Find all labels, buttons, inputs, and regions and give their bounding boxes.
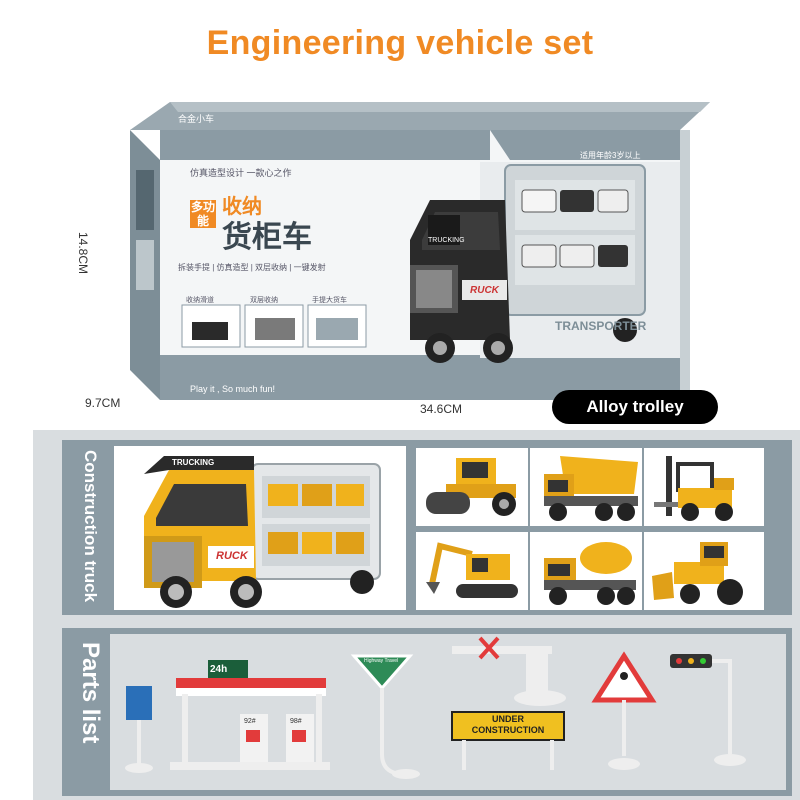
road-roller-icon <box>426 458 516 516</box>
parts-price-1: 92# <box>244 718 256 725</box>
vehicle-tile-dump-truck <box>528 446 646 528</box>
dump-truck-icon <box>544 456 638 521</box>
dimension-height: 14.8CM <box>76 232 90 275</box>
box-features: 拆装手提 | 仿真造型 | 双层收纳 | 一键发射 <box>178 263 326 272</box>
box-thumb-3: 手提大货车 <box>312 297 347 304</box>
excavator-icon <box>426 542 518 598</box>
parts-price-2: 98# <box>290 718 302 725</box>
under-construction-line-2: CONSTRUCTION <box>471 725 545 735</box>
parts-list-area: 24h GAS STATION 92# 98# Highway Travel U… <box>110 634 786 790</box>
box-cab-label: TRUCKING <box>428 237 465 244</box>
box-thumb-1: 收纳滑道 <box>186 297 214 304</box>
dimension-depth: 9.7CM <box>85 396 121 410</box>
box-transporter: TRANSPORTER <box>555 319 647 333</box>
parts-list-label: Parts list <box>77 642 104 744</box>
box-big-prefix: 多功能 <box>190 200 216 228</box>
dimension-width: 34.6CM <box>420 402 463 416</box>
box-top-text: 合金小车 <box>178 114 215 124</box>
box-slogan: Play it , So much fun! <box>190 384 276 394</box>
forklift-icon <box>654 456 734 521</box>
box-big-title-2: 货柜车 <box>222 221 312 254</box>
parts-list-label-area: Parts list <box>62 628 110 796</box>
box-sub-text: 仿真造型设计 一款心之作 <box>190 168 292 178</box>
vehicle-tile-bulldozer <box>642 530 766 612</box>
package-box-art <box>130 102 710 400</box>
parts-gas-station: GAS STATION <box>206 688 253 695</box>
box-age: 适用年龄3岁以上 <box>580 151 641 160</box>
page-title: Engineering vehicle set <box>206 24 594 62</box>
construction-truck-label-area: Construction truck <box>62 440 108 615</box>
yellow-truck-brand: RUCK <box>216 550 248 562</box>
box-truck-brand: RUCK <box>470 285 499 296</box>
parts-illustration <box>125 636 746 779</box>
package-box: 合金小车 仿真造型设计 一款心之作 多功能 收纳 货柜车 拆装手提 | 仿真造型… <box>110 90 710 420</box>
vehicle-tile-forklift <box>642 446 766 528</box>
vehicle-tile-excavator <box>414 530 532 612</box>
yellow-truck-image <box>144 456 381 608</box>
box-thumb-2: 双层收纳 <box>250 297 278 304</box>
parts-under-construction: UNDER CONSTRUCTION <box>452 714 564 736</box>
yellow-truck-cab-label: TRUCKING <box>172 458 215 467</box>
under-construction-line-1: UNDER <box>491 714 524 724</box>
box-big-title-1: 收纳 <box>222 196 262 218</box>
yellow-truck-tile: TRUCKING RUCK <box>114 446 406 610</box>
mixer-truck-icon <box>544 542 636 605</box>
vehicle-tile-road-roller <box>414 446 532 528</box>
parts-highway: Highway Travel <box>364 658 399 664</box>
parts-clock: 24h <box>210 664 228 675</box>
construction-truck-label: Construction truck <box>81 450 100 603</box>
vehicle-tile-mixer-truck <box>528 530 646 612</box>
bulldozer-icon <box>652 542 743 605</box>
alloy-trolley-badge: Alloy trolley <box>552 390 718 424</box>
